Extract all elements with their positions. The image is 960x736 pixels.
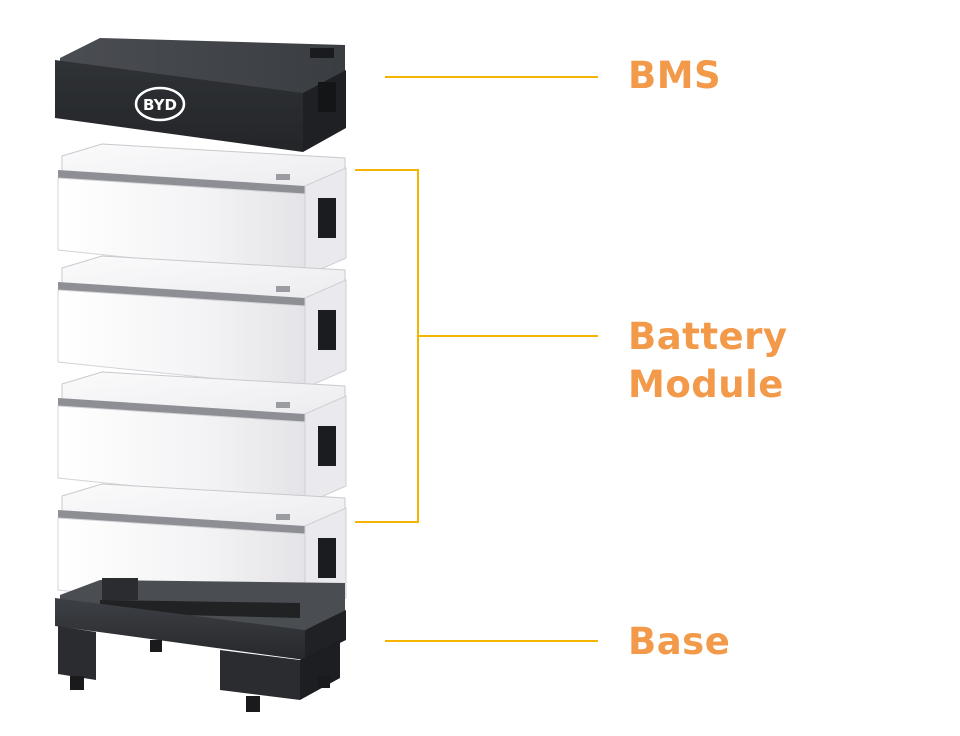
- base-label: Base: [628, 618, 730, 666]
- module-port-icon: [276, 286, 290, 292]
- module-port-icon: [276, 402, 290, 408]
- module-port-icon: [276, 174, 290, 180]
- connector-lines: [355, 76, 598, 642]
- battery-label-line-1: Battery: [628, 315, 788, 358]
- module-port-icon: [276, 514, 290, 520]
- battery-module-stack: [57, 143, 347, 617]
- battery-module-label: Battery Module: [628, 313, 788, 409]
- battery-label-line-2: Module: [628, 363, 784, 406]
- base-unit: [55, 578, 346, 712]
- byd-logo-icon: BYD: [134, 86, 186, 122]
- bms-label-text: BMS: [628, 54, 722, 97]
- battery-module: [57, 255, 347, 389]
- bms-unit: BYD: [55, 38, 346, 152]
- battery-module: [57, 371, 347, 505]
- base-label-text: Base: [628, 620, 731, 663]
- battery-module-bracket: [355, 169, 419, 523]
- bms-logo-text: BYD: [143, 96, 177, 114]
- module-handle-icon: [318, 198, 336, 238]
- module-handle-icon: [318, 538, 336, 578]
- bms-label: BMS: [628, 52, 721, 100]
- module-handle-icon: [318, 310, 336, 350]
- module-handle-icon: [318, 426, 336, 466]
- battery-module: [57, 143, 347, 277]
